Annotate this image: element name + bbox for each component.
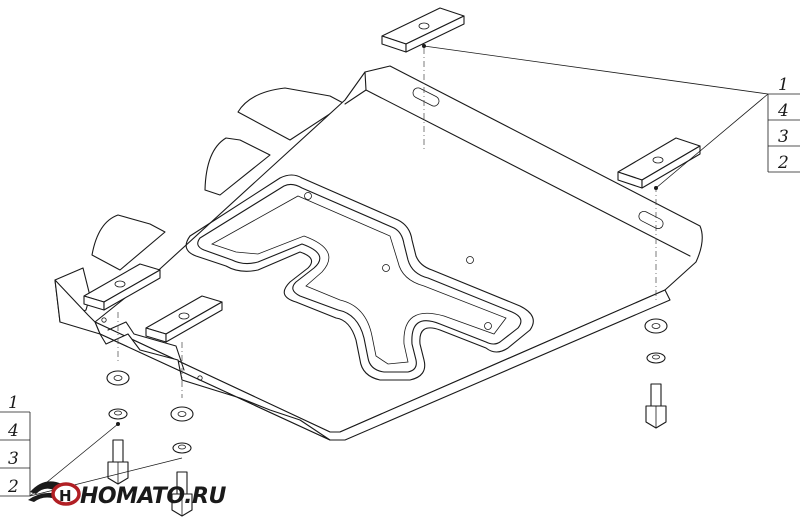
left-spacer-plate-2 (145, 295, 223, 343)
right-callout-label-4: 2 (777, 153, 789, 173)
assembly-center-lines (117, 48, 657, 398)
logo-text: HOMATO.RU (80, 484, 226, 509)
right-callout-label-2: 4 (777, 101, 789, 121)
left-callout: 1 4 3 2 (0, 393, 183, 497)
left-fastener-stack-1 (106, 370, 130, 485)
right-spacer-plate (617, 137, 701, 189)
left-spacer-plate-1 (83, 263, 161, 311)
left-callout-label-1: 1 (8, 393, 19, 413)
left-callout-label-2: 4 (7, 421, 19, 441)
svg-text:H: H (59, 487, 72, 505)
top-spacer-plate (381, 7, 465, 53)
homato-logo: H HOMATO.RU (28, 481, 227, 509)
left-callout-label-3: 3 (8, 449, 19, 469)
winged-h-logo-icon: H (28, 481, 81, 506)
right-callout-label-1: 1 (778, 75, 789, 95)
right-callout: 1 4 3 2 (422, 44, 800, 190)
left-callout-label-4: 2 (7, 477, 19, 497)
skid-plate (54, 65, 703, 441)
right-fastener-stack (644, 318, 668, 429)
right-callout-label-3: 3 (778, 127, 789, 147)
left-fastener-stack-2 (170, 406, 194, 517)
